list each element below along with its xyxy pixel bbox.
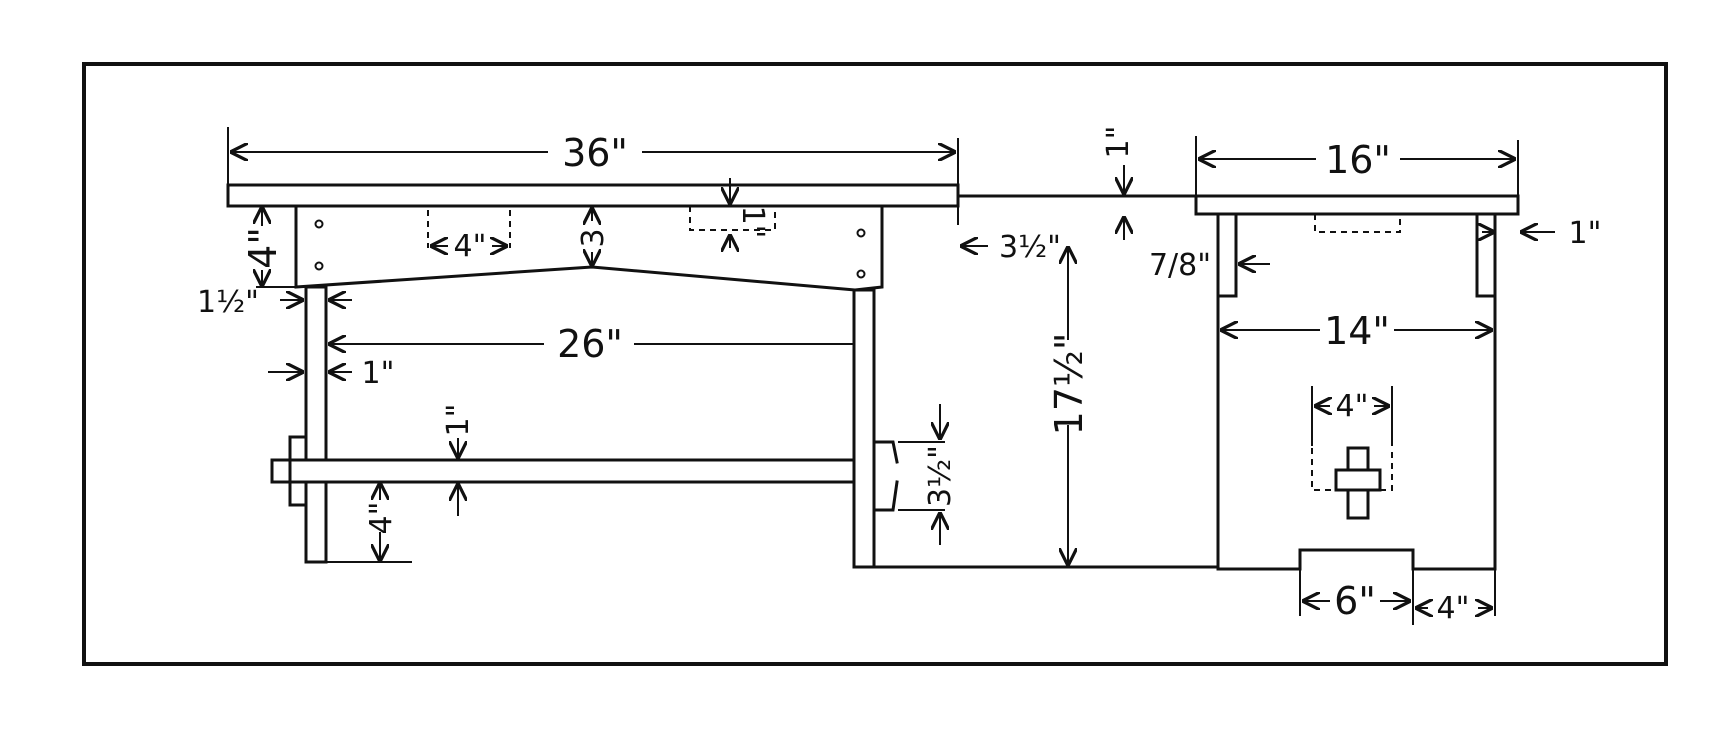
right-leg [852, 288, 876, 569]
dim-top-length: 36" [562, 131, 628, 175]
right-wedge [872, 440, 899, 512]
dim-overhang: 3½" [999, 230, 1061, 265]
dim-cleat-thickness: 1" [735, 206, 770, 239]
apron [294, 204, 884, 292]
dim-end-edge: 1" [1569, 216, 1602, 251]
dim-top-thickness: 1" [1101, 126, 1136, 159]
dim-apron-center-height: 3 [576, 228, 611, 247]
dim-end-cleat-thickness: 7/8" [1149, 248, 1211, 283]
dim-stretcher-floor-height: 4" [364, 502, 399, 535]
dim-apron-slot-width: 4" [454, 229, 487, 264]
dim-leg-thickness: 1" [362, 356, 395, 391]
dim-leg-inset: 1½" [197, 285, 259, 320]
dim-end-inner-width: 14" [1324, 309, 1390, 353]
drawing-frame [82, 62, 1668, 666]
dim-stretcher-thickness: 1" [441, 404, 476, 437]
end-cleat-left [1216, 212, 1238, 298]
dim-tenon-height: 3½" [923, 445, 958, 507]
end-cleat-right [1475, 212, 1497, 298]
dim-end-tenon-width: 4" [1336, 389, 1369, 424]
dim-end-top-length: 16" [1325, 138, 1391, 182]
dim-leg-spacing: 26" [557, 322, 623, 366]
left-wedge [288, 435, 308, 507]
left-leg [304, 285, 328, 564]
dimension-lines [227, 127, 1555, 625]
side-view [872, 194, 1520, 571]
dim-foot-width: 4" [1437, 591, 1470, 626]
stretcher [270, 458, 856, 484]
end-top-board [1194, 194, 1520, 216]
tenon-key [1334, 468, 1382, 492]
dim-cutout-width: 6" [1334, 579, 1376, 623]
end-frame [1216, 212, 1497, 571]
dim-apron-height: 4" [241, 227, 285, 269]
dim-bench-height: 17½" [1047, 333, 1091, 436]
front-view [226, 183, 960, 569]
top-board [226, 183, 960, 208]
